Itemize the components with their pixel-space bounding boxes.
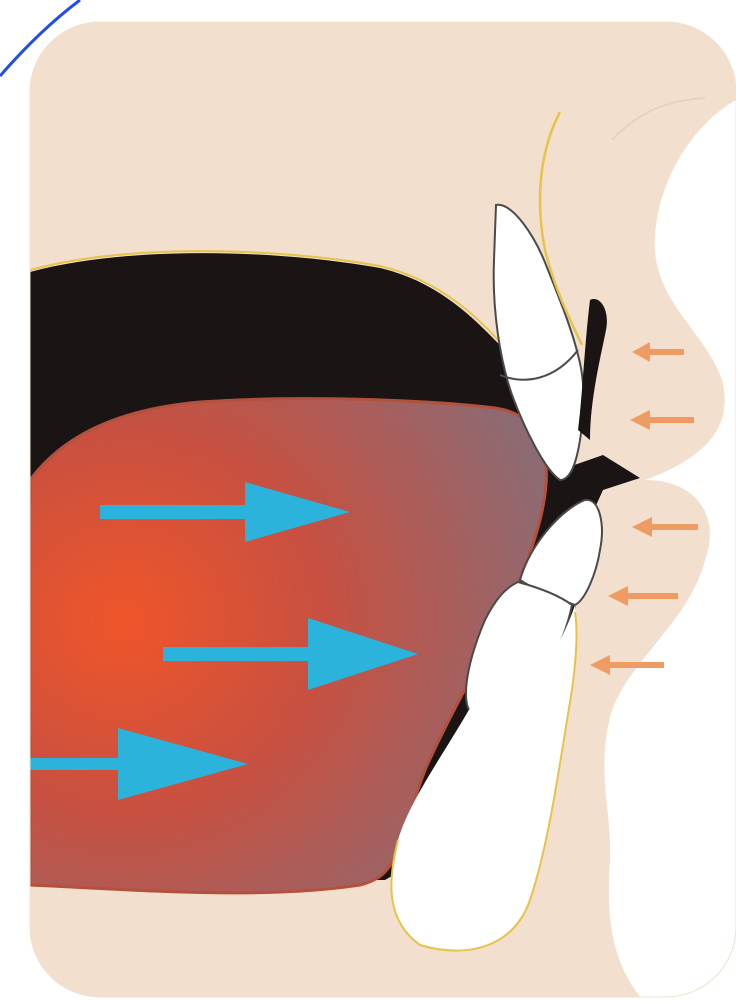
oral-profile-diagram — [0, 0, 736, 1005]
